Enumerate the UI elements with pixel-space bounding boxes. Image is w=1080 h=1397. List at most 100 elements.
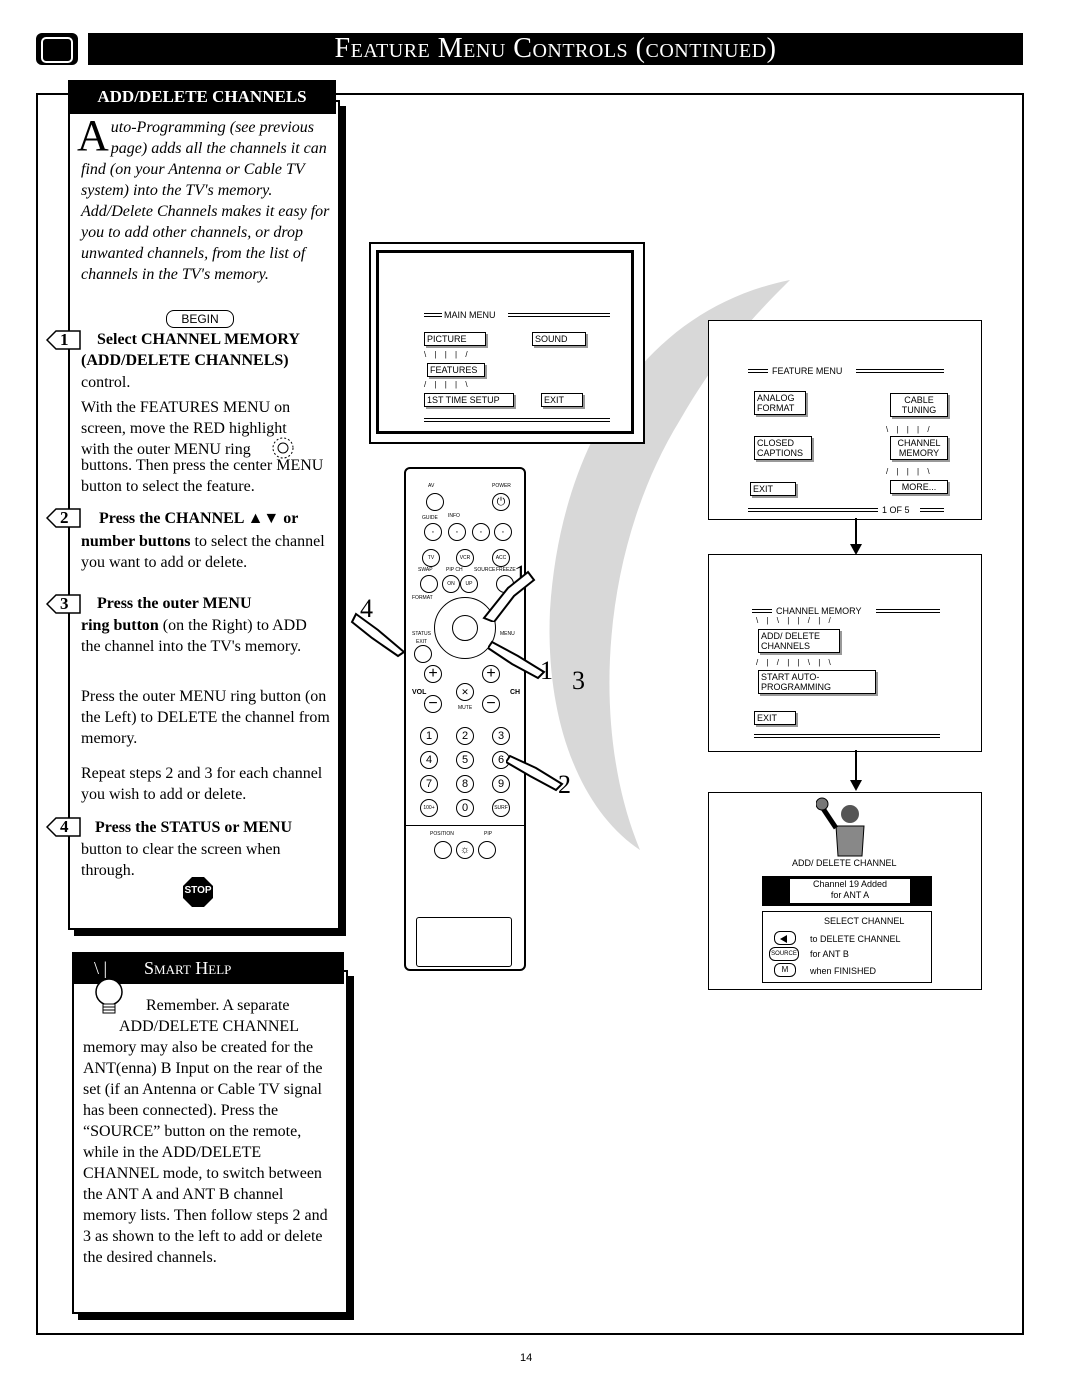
mute-icon[interactable]: ✕: [456, 683, 474, 701]
color-button[interactable]: ·: [472, 523, 490, 541]
stop-label: STOP: [184, 885, 212, 896]
surf-button[interactable]: SURF: [492, 799, 510, 817]
key-2[interactable]: 2: [456, 727, 474, 745]
step-arrow-icon: [46, 508, 81, 528]
main-menu-title: MAIN MENU: [444, 310, 496, 320]
status-button[interactable]: [414, 645, 432, 663]
sound-button[interactable]: SOUND: [532, 332, 586, 346]
sparkle-icon: \ |: [94, 958, 108, 978]
position-button[interactable]: [434, 841, 452, 859]
analog-format-button[interactable]: ANALOG FORMAT: [754, 391, 806, 415]
ch-up-button[interactable]: +: [482, 665, 500, 683]
key-1[interactable]: 1: [420, 727, 438, 745]
rule: [856, 369, 944, 373]
vcr-button[interactable]: VCR: [456, 549, 474, 567]
picture-button[interactable]: PICTURE: [424, 332, 486, 346]
rule: [752, 609, 772, 613]
remote-control: AV POWER ⏻ GUIDE INFO · · · · TV VCR ACC…: [404, 467, 526, 971]
more-button[interactable]: MORE...: [890, 480, 948, 494]
info-label: INFO: [448, 513, 460, 519]
step-3-body: ring button (on the Right) to ADD the ch…: [81, 615, 321, 657]
pointing-hand-icon: [350, 612, 406, 658]
pip-label: PIP: [484, 831, 493, 837]
pip-ch-label: PIP CH: [446, 567, 463, 573]
features-button[interactable]: FEATURES: [427, 363, 485, 377]
finished-hint: when FINISHED: [810, 966, 877, 976]
source-label: SOURCE: [474, 567, 496, 573]
status-label: STATUS: [412, 631, 431, 637]
tv-button[interactable]: TV: [422, 549, 440, 567]
color-button-2[interactable]: ·: [494, 523, 512, 541]
power-icon[interactable]: ⏻: [492, 493, 510, 511]
key-0[interactable]: 0: [456, 799, 474, 817]
tv-icon: [36, 33, 78, 65]
highlight-marks: \ | \ | | / | /: [756, 616, 834, 625]
highlight-marks: / | | | \: [886, 467, 933, 476]
swap-button[interactable]: [420, 575, 438, 593]
smart-help-heading: \ | Smart Help: [72, 952, 344, 984]
m-key: M: [774, 963, 796, 977]
key-8[interactable]: 8: [456, 775, 474, 793]
add-delete-title: ADD/ DELETE CHANNEL: [792, 858, 897, 868]
menu-center-button[interactable]: [452, 615, 478, 641]
key-4[interactable]: 4: [420, 751, 438, 769]
pip-on-button[interactable]: ON: [442, 575, 460, 593]
av-label: AV: [428, 483, 435, 489]
guide-button[interactable]: ·: [424, 523, 442, 541]
info-button[interactable]: ·: [448, 523, 466, 541]
source-key: SOURCE: [769, 947, 799, 961]
cable-tuning-button[interactable]: CABLE TUNING: [890, 393, 948, 417]
step-4-body: button to clear the screen when through.: [81, 841, 281, 879]
key-100-plus[interactable]: 100+: [420, 799, 438, 817]
step-3-title: Press the outer MENU: [97, 595, 252, 612]
first-time-setup-button[interactable]: 1ST TIME SETUP: [424, 393, 514, 407]
key-help-box: [762, 911, 932, 983]
acc-button[interactable]: ACC: [492, 549, 510, 567]
exit-button[interactable]: EXIT: [541, 393, 583, 407]
rule: [748, 369, 768, 373]
pip-button[interactable]: [478, 841, 496, 859]
vol-down-button[interactable]: −: [424, 695, 442, 713]
key-7[interactable]: 7: [420, 775, 438, 793]
highlight-marks: \ | | | /: [424, 350, 471, 359]
ch-down-button[interactable]: −: [482, 695, 500, 713]
channel-memory-button[interactable]: CHANNEL MEMORY: [890, 436, 948, 460]
feature-exit-button[interactable]: EXIT: [750, 482, 796, 496]
vol-label: VOL: [412, 689, 427, 696]
drop-cap: A: [77, 111, 109, 160]
step-arrow-icon: [46, 817, 81, 837]
rule: [754, 734, 940, 738]
step-1-marker: 1: [46, 330, 82, 350]
key-3[interactable]: 3: [492, 727, 510, 745]
closed-captions-button[interactable]: CLOSED CAPTIONS: [754, 436, 812, 460]
rule: [876, 609, 940, 613]
exit-label: EXIT: [416, 639, 428, 645]
step-number: 3: [60, 594, 69, 613]
key-5[interactable]: 5: [456, 751, 474, 769]
remote-divider: [406, 825, 524, 826]
step-4-title: Press the STATUS or MENU: [95, 819, 293, 836]
highlight-marks: / | | | \: [424, 380, 471, 389]
down-arrow-icon: [850, 518, 862, 555]
rule: [920, 508, 944, 512]
key-9[interactable]: 9: [492, 775, 510, 793]
guide-label: GUIDE: [422, 515, 438, 521]
rule: [748, 508, 878, 512]
step-3-body-3: Repeat steps 2 and 3 for each channel yo…: [81, 765, 323, 803]
add-delete-channels-button[interactable]: ADD/ DELETE CHANNELS: [758, 629, 840, 653]
menu-ring-button[interactable]: [434, 597, 496, 659]
av-button[interactable]: [426, 493, 444, 511]
step-2-text: to select the channel you want to add or…: [81, 533, 325, 571]
step-3-text: (on the Right) to ADD the channel into t…: [81, 617, 307, 655]
light-bulb-icon: [90, 975, 128, 1023]
step-2-title: Press the CHANNEL ▲▼ or: [99, 510, 299, 527]
select-channel-hint: SELECT CHANNEL: [824, 916, 905, 926]
channel-memory-exit-button[interactable]: EXIT: [754, 711, 796, 725]
smart-help-panel: [72, 970, 348, 1314]
pip-up-button[interactable]: UP: [460, 575, 478, 593]
start-auto-programming-button[interactable]: START AUTO-PROGRAMMING: [758, 670, 876, 694]
rule: [424, 418, 610, 422]
vol-up-button[interactable]: +: [424, 665, 442, 683]
pip-sun-icon[interactable]: ☼: [456, 841, 474, 859]
